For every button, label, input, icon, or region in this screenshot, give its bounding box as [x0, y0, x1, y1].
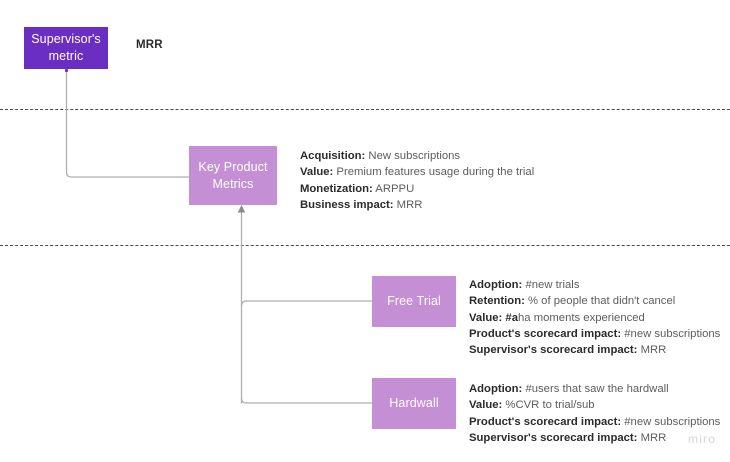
node-supervisors-metric[interactable]: Supervisor's metric	[24, 27, 108, 69]
annotation-line: Product's scorecard impact: #new subscri…	[469, 414, 720, 430]
node-free-trial[interactable]: Free Trial	[372, 276, 456, 327]
annotation-key: Product's scorecard impact:	[469, 415, 622, 428]
annotation-line: Adoption: #users that saw the hardwall	[469, 381, 720, 397]
annotation-key: Adoption:	[469, 383, 523, 395]
annotation-value: ha moments experienced	[517, 311, 645, 324]
node-free-trial-label: Free Trial	[387, 294, 441, 308]
annotation-key: Value:	[300, 166, 334, 179]
annotation-key: Value:	[469, 399, 503, 412]
annotation-key: Adoption:	[469, 279, 523, 291]
annotation-value: %CVR to trial/sub	[502, 399, 595, 412]
annotation-key: Business impact:	[300, 198, 394, 211]
annotation-line: Supervisor's scorecard impact: MRR	[469, 430, 720, 446]
annotation-value: % of people that didn't cancel	[524, 295, 676, 308]
annotation-line: Monetization: ARPPU	[300, 181, 534, 197]
node-hardwall-label: Hardwall	[389, 396, 439, 410]
node-hardwall[interactable]: Hardwall	[372, 378, 456, 429]
node-key-product-metrics[interactable]: Key Product Metrics	[189, 146, 277, 205]
annotation-value: MRR	[637, 431, 667, 444]
annotation-line: Adoption: #new trials	[469, 277, 720, 293]
annotation-key: Monetization:	[300, 182, 373, 195]
annotation-value: #users that saw the hardwall	[522, 383, 669, 395]
annotation-line: Retention: % of people that didn't cance…	[469, 293, 720, 309]
node-key-product-metrics-label: Key Product Metrics	[198, 159, 268, 191]
annotation-line: Supervisor's scorecard impact: MRR	[469, 342, 720, 358]
annotation-value: #new subscriptions	[621, 415, 721, 428]
annotation-line: Product's scorecard impact: #new subscri…	[469, 326, 720, 342]
annotation-key: Retention:	[469, 295, 525, 308]
annotation-value: #new subscriptions	[621, 327, 721, 340]
annotation-value: MRR	[637, 344, 667, 357]
annotation-value: New subscriptions	[365, 150, 461, 162]
annotation-line: Value: #aha moments experienced	[469, 310, 720, 326]
label-mrr: MRR	[136, 39, 163, 51]
annotation-value: MRR	[393, 198, 423, 211]
swimlane-divider-top	[0, 109, 730, 110]
miro-watermark: miro	[688, 432, 717, 446]
annotation-key: Acquisition:	[300, 150, 366, 162]
annotation-key: Supervisor's scorecard impact:	[469, 431, 638, 444]
annotation-key: Value: #a	[469, 311, 518, 324]
annotation-value: ARPPU	[372, 182, 415, 195]
node-supervisors-metric-label: Supervisor's metric	[31, 32, 101, 63]
annotation-line: Acquisition: New subscriptions	[300, 148, 534, 164]
annotation-key: Product's scorecard impact:	[469, 327, 622, 340]
annotation-value: #new trials	[522, 279, 580, 291]
annotation-line: Value: Premium features usage during the…	[300, 164, 534, 180]
swimlane-divider-bottom	[0, 245, 730, 246]
annotation-line: Business impact: MRR	[300, 197, 534, 213]
annotation-key: Supervisor's scorecard impact:	[469, 344, 638, 357]
annotation-value: Premium features usage during the trial	[333, 166, 535, 179]
annotation-line: Value: %CVR to trial/sub	[469, 397, 720, 413]
